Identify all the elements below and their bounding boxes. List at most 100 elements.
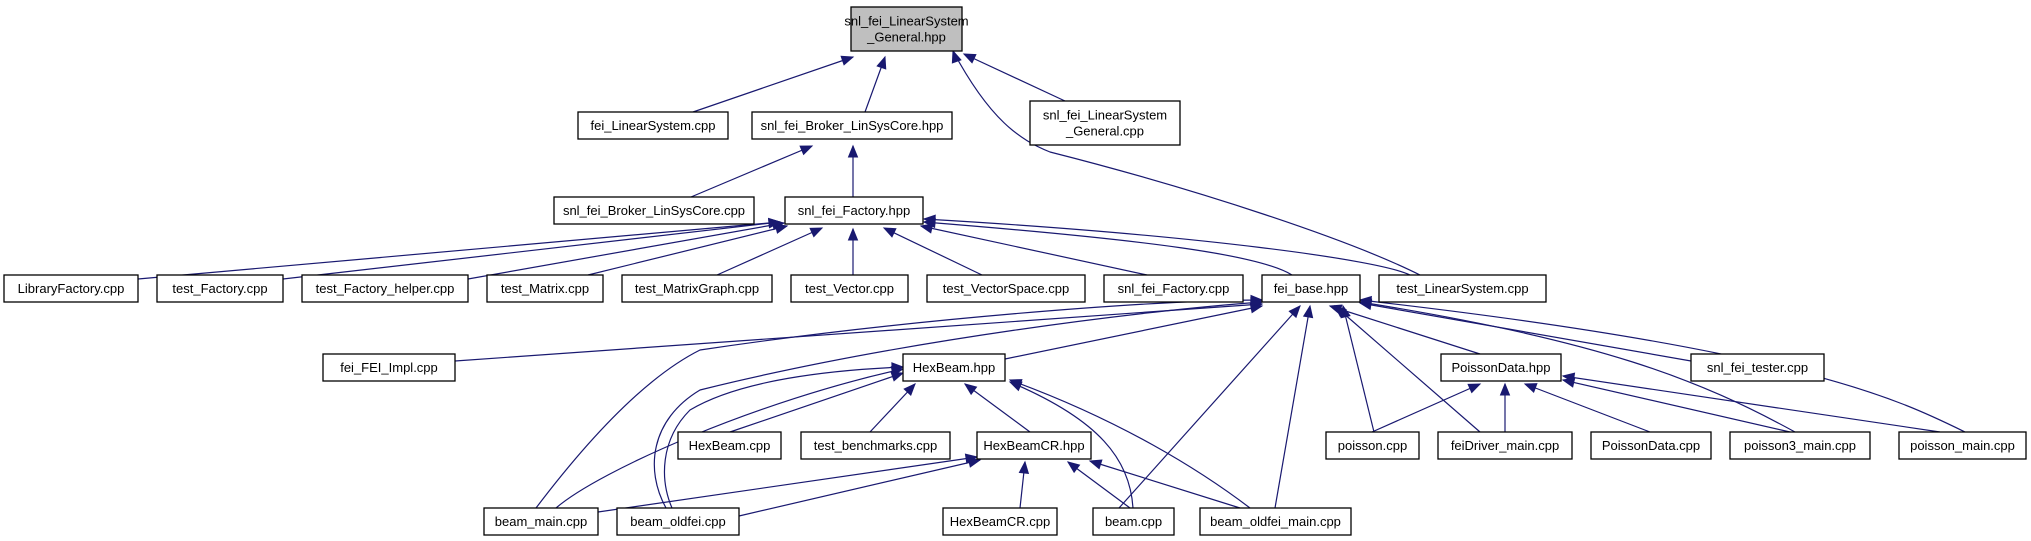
- node-poissondata-cpp[interactable]: PoissonData.cpp: [1590, 431, 1712, 460]
- node-fei-fei-impl-cpp[interactable]: fei_FEI_Impl.cpp: [322, 353, 456, 382]
- node-snl-fei-broker-linsyscore-cpp[interactable]: snl_fei_Broker_LinSysCore.cpp: [553, 196, 755, 225]
- node-box: [1103, 274, 1244, 303]
- edge-arrowhead: [962, 53, 977, 64]
- node-poisson-cpp[interactable]: poisson.cpp: [1325, 431, 1420, 460]
- node-box: [1029, 100, 1181, 146]
- node-test-matrixgraph-cpp[interactable]: test_MatrixGraph.cpp: [621, 274, 773, 303]
- node-label: _General.hpp: [866, 30, 946, 45]
- node-test-linearsystem-cpp[interactable]: test_LinearSystem.cpp: [1378, 274, 1547, 303]
- node-box: [577, 111, 729, 140]
- node-libraryfactory-cpp[interactable]: LibraryFactory.cpp: [3, 274, 139, 303]
- node-test-factory-helper-cpp[interactable]: test_Factory_helper.cpp: [301, 274, 469, 303]
- node-box: [1437, 431, 1573, 460]
- node-box: [1690, 353, 1825, 382]
- include-edge: [653, 301, 1263, 509]
- include-edge: [535, 299, 1263, 509]
- edge-arrowhead: [774, 223, 789, 234]
- include-edge: [692, 56, 854, 113]
- include-edge: [282, 221, 781, 280]
- node-label: snl_fei_Broker_LinSysCore.hpp: [761, 118, 944, 133]
- node-box: [483, 507, 599, 536]
- node-feidriver-main-cpp[interactable]: feiDriver_main.cpp: [1437, 431, 1573, 460]
- node-box: [800, 431, 951, 460]
- include-edge: [1562, 375, 1941, 433]
- node-label: fei_LinearSystem.cpp: [590, 118, 715, 133]
- node-fei-base-hpp[interactable]: fei_base.hpp: [1261, 274, 1361, 303]
- node-poisson3-main-cpp[interactable]: poisson3_main.cpp: [1729, 431, 1871, 460]
- node-label: snl_fei_tester.cpp: [1707, 360, 1808, 375]
- node-box: [790, 274, 909, 303]
- include-edge: [729, 372, 904, 433]
- include-edge: [1089, 460, 1241, 509]
- node-beam-main-cpp[interactable]: beam_main.cpp: [483, 507, 599, 536]
- node-hexbeam-hpp[interactable]: HexBeam.hpp: [902, 353, 1006, 382]
- include-edge: [663, 366, 904, 509]
- include-edge: [1118, 305, 1301, 509]
- edge-arrowhead: [903, 383, 916, 396]
- edge-arrowhead: [1018, 460, 1030, 474]
- edge-arrowhead: [809, 227, 824, 238]
- node-fei-linearsystem-cpp[interactable]: fei_LinearSystem.cpp: [577, 111, 729, 140]
- include-edge: [597, 456, 978, 513]
- node-box: [553, 196, 755, 225]
- node-label: snl_fei_LinearSystem: [844, 14, 968, 29]
- edge-arrowhead: [967, 457, 982, 468]
- include-edge: [1359, 302, 1692, 362]
- include-edge: [964, 383, 1031, 433]
- edge-arrowhead: [919, 223, 934, 234]
- node-box: [1729, 431, 1871, 460]
- node-test-factory-cpp[interactable]: test_Factory.cpp: [156, 274, 284, 303]
- node-test-vector-cpp[interactable]: test_Vector.cpp: [790, 274, 909, 303]
- node-box: [156, 274, 284, 303]
- include-edge: [883, 227, 983, 276]
- include-edge: [1329, 305, 1481, 355]
- node-label: HexBeamCR.cpp: [950, 514, 1050, 529]
- edge-arrowhead: [922, 214, 936, 225]
- node-test-benchmarks-cpp[interactable]: test_benchmarks.cpp: [800, 431, 951, 460]
- node-box: [1590, 431, 1712, 460]
- edge-arrowhead: [951, 49, 962, 64]
- node-test-matrix-cpp[interactable]: test_Matrix.cpp: [486, 274, 604, 303]
- node-box: [1898, 431, 2027, 460]
- include-edge: [1009, 379, 1251, 509]
- node-snl-fei-linearsystem-general-cpp[interactable]: snl_fei_LinearSystem_General.cpp: [1029, 100, 1181, 146]
- include-edge: [1067, 461, 1131, 509]
- node-hexbeamcr-cpp[interactable]: HexBeamCR.cpp: [942, 507, 1058, 536]
- include-edge: [467, 222, 785, 280]
- node-hexbeam-cpp[interactable]: HexBeam.cpp: [677, 431, 782, 460]
- edge-arrowhead: [1066, 461, 1081, 474]
- node-label: snl_fei_LinearSystem: [1043, 108, 1167, 123]
- include-edge: [1359, 301, 1796, 433]
- include-edge: [1562, 379, 1791, 433]
- node-test-vectorspace-cpp[interactable]: test_VectorSpace.cpp: [926, 274, 1086, 303]
- edge-arrowhead: [891, 362, 905, 373]
- node-label: test_Factory.cpp: [172, 281, 267, 296]
- include-edge: [963, 53, 1066, 102]
- include-edge: [923, 218, 1411, 276]
- node-label: fei_base.hpp: [1274, 281, 1348, 296]
- node-poissondata-hpp[interactable]: PoissonData.hpp: [1440, 353, 1562, 382]
- node-label: HexBeam.cpp: [689, 438, 771, 453]
- node-beam-cpp[interactable]: beam.cpp: [1092, 507, 1175, 536]
- node-label: test_VectorSpace.cpp: [943, 281, 1069, 296]
- include-edge: [952, 50, 1421, 276]
- edge-arrowhead: [963, 383, 978, 396]
- node-snl-fei-factory-hpp[interactable]: snl_fei_Factory.hpp: [784, 196, 924, 225]
- node-snl-fei-tester-cpp[interactable]: snl_fei_tester.cpp: [1690, 353, 1825, 382]
- node-label: test_MatrixGraph.cpp: [635, 281, 759, 296]
- node-box: [1199, 507, 1352, 536]
- node-hexbeamcr-hpp[interactable]: HexBeamCR.hpp: [976, 431, 1092, 460]
- node-beam-oldfei-main-cpp[interactable]: beam_oldfei_main.cpp: [1199, 507, 1352, 536]
- node-label: test_Matrix.cpp: [501, 281, 589, 296]
- node-snl-fei-factory-cpp[interactable]: snl_fei_Factory.cpp: [1103, 274, 1244, 303]
- node-box: [1092, 507, 1175, 536]
- include-edge: [716, 227, 823, 276]
- edge-arrowhead: [1334, 305, 1348, 318]
- node-box: [3, 274, 139, 303]
- node-snl-fei-broker-linsyscore-hpp[interactable]: snl_fei_Broker_LinSysCore.hpp: [751, 111, 953, 140]
- node-box: [1325, 431, 1420, 460]
- node-poisson-main-cpp[interactable]: poisson_main.cpp: [1898, 431, 2027, 460]
- edge-arrowhead: [876, 55, 887, 70]
- node-beam-oldfei-cpp[interactable]: beam_oldfei.cpp: [616, 507, 740, 536]
